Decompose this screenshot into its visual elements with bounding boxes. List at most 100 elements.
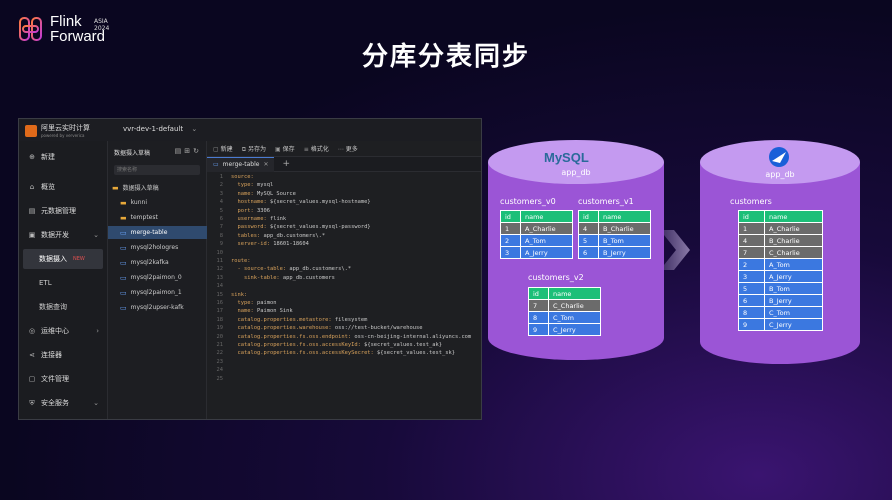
toolbar-more-button[interactable]: ⋯更多 [338,144,358,153]
code-line[interactable]: 8 tables: app_db.customers\.* [207,232,325,240]
security-icon: ⛨ [27,399,37,408]
slide-title: 分库分表同步 [0,36,892,73]
code-line[interactable]: 12 - source-table: app_db.customers\.* [207,265,351,273]
tree-search-input[interactable]: 搜索名称 [114,165,200,175]
toolbar-new-button[interactable]: ▢新建 [213,144,233,153]
tree-file-selected[interactable]: ▭merge-table [108,226,218,239]
nav-data-query[interactable]: 数据查询 [23,297,103,317]
code-line[interactable]: 16 type: paimon [207,299,276,307]
source-db-name: app_db [488,168,664,177]
code-line[interactable]: 24 [207,366,231,374]
code-line[interactable]: 19 catalog.properties.warehouse: oss://t… [207,324,422,332]
ide-window: 阿里云实时计算 powered by ververica vvr-dev-1-d… [18,118,482,420]
tree-folder[interactable]: ▬kunni [108,196,218,209]
table-title-v1: customers_v1 [578,197,634,206]
ide-brand: 阿里云实时计算 [41,123,90,133]
code-line[interactable]: 23 [207,358,231,366]
nav-new[interactable]: ⊕新建 [19,147,107,167]
toolbar-format-button[interactable]: ≡格式化 [304,144,329,153]
nav-security[interactable]: ⛨安全服务⌄ [19,393,107,413]
add-tab-button[interactable]: + [282,159,290,169]
code-line[interactable]: 6 username: flink [207,215,286,223]
editor-toolbar: ▢新建 ⧉另存为 ▣保存 ≡格式化 ⋯更多 [207,141,481,157]
nav-metadata[interactable]: ▤元数据管理 [19,201,107,221]
code-line[interactable]: 17 name: Paimon Sink [207,307,293,315]
file-icon: ▢ [27,375,37,383]
code-line[interactable]: 3 name: MySQL Source [207,190,296,198]
file-new-icon: ▢ [213,146,219,153]
code-line[interactable]: 20 catalog.properties.fs.oss.endpoint: o… [207,333,471,341]
file-icon: ▭ [120,244,127,252]
code-line[interactable]: 22 catalog.properties.fs.oss.accessKeySe… [207,349,455,357]
file-icon: ▭ [120,304,127,312]
file-icon: ▭ [120,229,127,237]
tree-file[interactable]: ▭mysql2hologres [108,241,218,254]
target-db-name: app_db [700,170,860,179]
code-line[interactable]: 13 sink-table: app_db.customers [207,274,335,282]
code-line[interactable]: 2 type: mysql [207,181,273,189]
toolbar-saveas-button[interactable]: ⧉另存为 [242,144,266,154]
ide-topbar: 阿里云实时计算 powered by ververica vvr-dev-1-d… [19,119,481,142]
folder-icon: ▬ [120,214,127,222]
editor-tabs: ▭merge-table✕ + [207,157,481,172]
tree-tools[interactable]: ▤⊞↻ [175,147,202,155]
table-row: 3A_Jerry [501,247,573,259]
folder-icon: ▬ [120,199,127,207]
file-icon: ▭ [120,289,127,297]
nav-data-dev[interactable]: ▣数据开发⌄ [19,225,107,245]
nav-etl[interactable]: ETL [23,273,103,293]
file-icon: ▭ [120,274,127,282]
code-line[interactable]: 9 server-id: 18601-18604 [207,240,309,248]
table-row: 8C_Tom [529,312,601,324]
table-title-customers: customers [730,197,772,206]
code-line[interactable]: 10 [207,249,231,257]
tree-file[interactable]: ▭mysql2paimon_1 [108,286,218,299]
code-line[interactable]: 5 port: 3306 [207,207,270,215]
draft-tree: 数据摄入草稿 ▤⊞↻ 搜索名称 ▬数据摄入草稿 ▬kunni ▬temptest… [108,141,207,419]
paimon-logo-icon [766,146,792,168]
code-line[interactable]: 25 [207,375,231,383]
dev-icon: ▣ [27,231,37,239]
table-row: 1A_Charlie [501,223,573,235]
save-icon: ▣ [275,146,281,153]
table-title-v2: customers_v2 [528,273,584,282]
code-line[interactable]: 7 password: ${secret_values.mysql-passwo… [207,223,371,231]
ide-brand-sub: powered by ververica [41,133,90,138]
copy-icon: ⧉ [242,146,246,153]
chevron-right-icon: › [96,327,99,335]
nav-connector[interactable]: ⋖连接器 [19,345,107,365]
code-line[interactable]: 18 catalog.properties.metastore: filesys… [207,316,367,324]
overview-icon: ⌂ [27,183,37,191]
code-line[interactable]: 14 [207,282,231,290]
tree-folder[interactable]: ▬temptest [108,211,218,224]
tree-folder[interactable]: ▬数据摄入草稿 [108,181,210,194]
chevron-down-icon: ⌄ [93,231,99,239]
nav-ops[interactable]: ◎运维中心› [19,321,107,341]
tree-file[interactable]: ▭mysql2kafka [108,256,218,269]
workspace-select[interactable]: vvr-dev-1-default ⌄ [123,125,197,133]
toolbar-save-button[interactable]: ▣保存 [275,144,295,153]
code-line[interactable]: 21 catalog.properties.fs.oss.accessKeyId… [207,341,442,349]
close-icon[interactable]: ✕ [263,161,268,168]
chevron-down-icon: ⌄ [93,399,99,407]
code-line[interactable]: 4 hostname: ${secret_values.mysql-hostna… [207,198,371,206]
tab-merge-table[interactable]: ▭merge-table✕ [207,157,274,172]
tree-file[interactable]: ▭mysql2upser-kafk [108,301,218,314]
tree-file[interactable]: ▭mysql2paimon_0 [108,271,218,284]
nav-file[interactable]: ▢文件管理 [19,369,107,389]
more-icon: ⋯ [338,146,344,153]
nav-overview[interactable]: ⌂概览 [19,177,107,197]
